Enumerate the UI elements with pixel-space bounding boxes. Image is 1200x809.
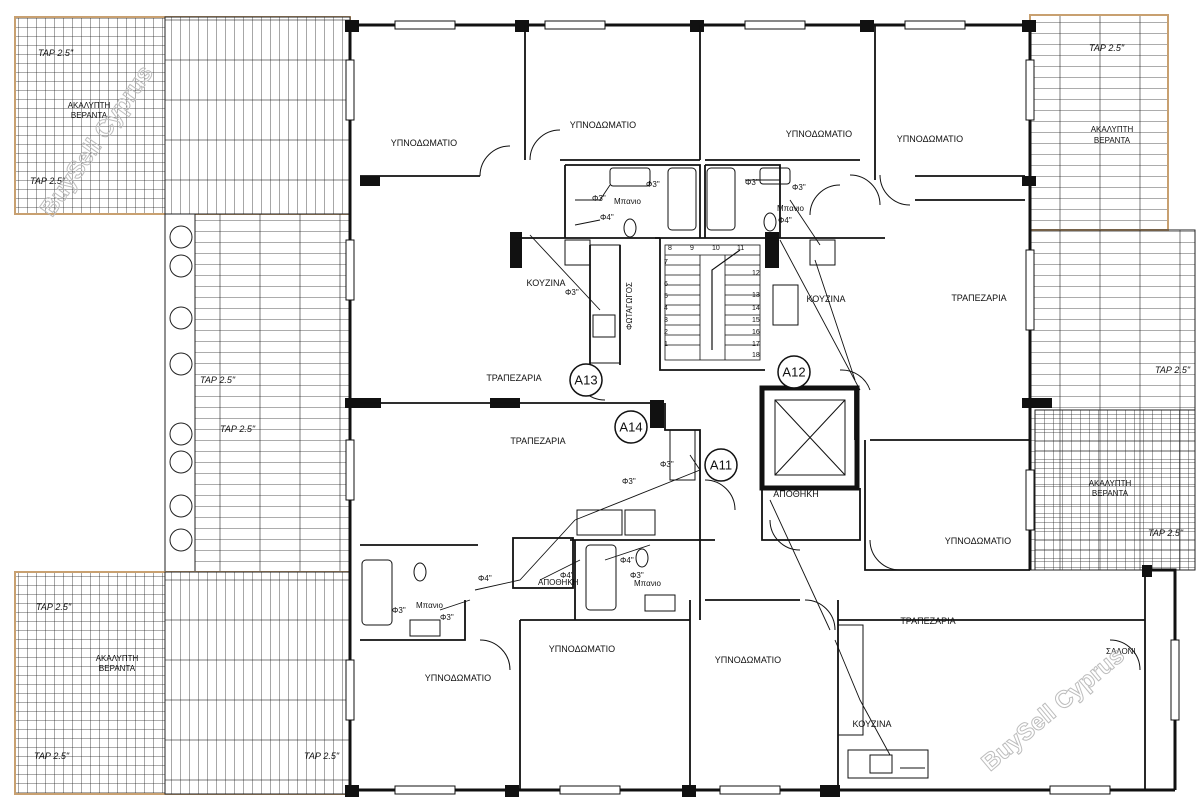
interior-walls [360,25,1146,790]
svg-text:ΒΕΡΑΝΤΑ: ΒΕΡΑΝΤΑ [1092,489,1129,498]
svg-text:ΒΕΡΑΝΤΑ: ΒΕΡΑΝΤΑ [1094,136,1131,145]
tap-labels: ΤΑΡ 2.5" ΤΑΡ 2.5" ΤΑΡ 2.5" ΤΑΡ 2.5" ΤΑΡ … [30,43,1191,761]
svg-text:Φ3": Φ3" [630,571,644,580]
svg-text:Φ3": Φ3" [440,613,454,622]
svg-text:Φ3": Φ3" [392,606,406,615]
svg-text:Φ3": Φ3" [646,180,660,189]
dining-label: ΤΡΑΠΕΖΑΡΙΑ [510,436,565,446]
planter-column [169,225,193,552]
svg-text:Φ4": Φ4" [620,556,634,565]
plumbing-lines [439,179,925,769]
svg-text:ΑΚΑΛΥΠΤΗ: ΑΚΑΛΥΠΤΗ [1091,125,1134,134]
svg-text:ΑΚΑΛΥΠΤΗ: ΑΚΑΛΥΠΤΗ [1089,479,1132,488]
room-labels: ΥΠΝΟΔΩΜΑΤΙΟ ΥΠΝΟΔΩΜΑΤΙΟ ΥΠΝΟΔΩΜΑΤΙΟ ΥΠΝΟ… [391,120,1136,729]
storage-label: ΑΠΟΘΗΚΗ [773,489,819,499]
bedroom-label: ΥΠΝΟΔΩΜΑΤΙΟ [715,655,781,665]
lightwell-label: ΦΩΤΑΓΩΓΟΣ [625,282,634,330]
svg-text:ΤΑΡ 2.5": ΤΑΡ 2.5" [1155,365,1191,375]
svg-text:ΤΑΡ 2.5": ΤΑΡ 2.5" [200,375,236,385]
salon-label: ΣΑΛΟΝΙ [1106,647,1136,656]
svg-text:Φ3": Φ3" [792,183,806,192]
staircase [664,244,761,361]
svg-text:ΤΑΡ 2.5": ΤΑΡ 2.5" [30,176,66,186]
svg-text:15: 15 [752,317,760,324]
unit-tag-a12: A12 [777,355,811,389]
svg-text:A12: A12 [782,365,805,380]
svg-text:7: 7 [664,259,668,266]
svg-text:ΤΑΡ 2.5": ΤΑΡ 2.5" [36,602,72,612]
svg-text:ΤΑΡ 2.5": ΤΑΡ 2.5" [304,751,340,761]
svg-text:Φ3": Φ3" [592,194,606,203]
dining-label: ΤΡΑΠΕΖΑΡΙΑ [951,293,1006,303]
bath-label: Μπανιο [614,197,641,206]
svg-text:13: 13 [752,292,760,299]
svg-text:12: 12 [752,270,760,277]
bedroom-label: ΥΠΝΟΔΩΜΑΤΙΟ [570,120,636,130]
unit-tag-a14: A14 [614,410,648,444]
bath-label: Μπανιο [634,579,661,588]
svg-text:ΑΚΑΛΥΠΤΗ: ΑΚΑΛΥΠΤΗ [96,654,139,663]
svg-text:ΑΚΑΛΥΠΤΗ: ΑΚΑΛΥΠΤΗ [68,101,111,110]
svg-text:ΒΕΡΑΝΤΑ: ΒΕΡΑΝΤΑ [71,111,108,120]
svg-text:Φ3": Φ3" [745,178,759,187]
windows [345,20,1180,795]
svg-text:14: 14 [752,305,760,312]
bedroom-label: ΥΠΝΟΔΩΜΑΤΙΟ [391,138,457,148]
svg-text:2: 2 [664,329,668,336]
svg-text:1: 1 [664,341,668,348]
svg-text:Φ4": Φ4" [560,571,574,580]
kitchen-label: ΚΟΥΖΙΝΑ [527,278,566,288]
unit-tag-a13: A13 [569,363,603,397]
svg-text:10: 10 [712,245,720,252]
veranda-top-right [1029,14,1196,571]
bedroom-label: ΥΠΝΟΔΩΜΑΤΙΟ [549,644,615,654]
dining-label: ΤΡΑΠΕΖΑΡΙΑ [486,373,541,383]
bedroom-label: ΥΠΝΟΔΩΜΑΤΙΟ [786,129,852,139]
kitchen-label: ΚΟΥΖΙΝΑ [807,294,846,304]
veranda-top-left [14,16,351,215]
svg-text:Φ4": Φ4" [778,216,792,225]
svg-text:Φ3": Φ3" [660,460,674,469]
stair-numbers: 8 9 10 11 12 13 14 15 16 17 18 7 6 5 4 3… [664,245,760,359]
dining-label: ΤΡΑΠΕΖΑΡΙΑ [900,616,955,626]
svg-text:11: 11 [737,245,744,252]
svg-text:4: 4 [664,305,668,312]
svg-text:ΤΑΡ 2.5": ΤΑΡ 2.5" [1148,528,1184,538]
svg-text:Φ3": Φ3" [565,288,579,297]
bath-label: Μπανιο [416,601,443,610]
bedroom-label: ΥΠΝΟΔΩΜΑΤΙΟ [425,673,491,683]
svg-text:Φ4": Φ4" [478,574,492,583]
bedroom-label: ΥΠΝΟΔΩΜΑΤΙΟ [945,536,1011,546]
svg-text:ΤΑΡ 2.5": ΤΑΡ 2.5" [1089,43,1125,53]
svg-text:3: 3 [664,317,668,324]
pipe-labels: Φ3" Φ3" Φ4" Φ3" Φ3" Φ3" Φ4" Φ3" Φ3" Φ4" … [392,178,806,622]
svg-text:17: 17 [752,341,760,348]
svg-text:8: 8 [668,245,672,252]
svg-text:16: 16 [752,329,760,336]
storage-label: ΑΠΟΘΗΚΗ [538,578,579,587]
veranda-bottom-left [14,571,351,795]
svg-text:6: 6 [664,281,668,288]
svg-text:ΤΑΡ 2.5": ΤΑΡ 2.5" [220,424,256,434]
unit-tag-a11: A11 [704,448,738,482]
veranda-left-strip [164,213,351,575]
svg-text:Φ4": Φ4" [600,213,614,222]
svg-text:ΒΕΡΑΝΤΑ: ΒΕΡΑΝΤΑ [99,664,136,673]
svg-text:5: 5 [664,293,668,300]
svg-text:ΤΑΡ 2.5": ΤΑΡ 2.5" [38,48,74,58]
svg-text:A11: A11 [710,458,732,473]
kitchen-label: ΚΟΥΖΙΝΑ [853,719,892,729]
svg-text:9: 9 [690,245,694,252]
svg-text:A14: A14 [619,420,642,435]
fixtures [361,167,929,779]
bedroom-label: ΥΠΝΟΔΩΜΑΤΙΟ [897,134,963,144]
svg-text:ΤΑΡ 2.5": ΤΑΡ 2.5" [34,751,70,761]
svg-text:A13: A13 [574,373,597,388]
svg-text:BuySell Cyprus: BuySell Cyprus [977,642,1130,777]
svg-text:18: 18 [752,352,760,359]
bath-label: Μπανιο [777,204,804,213]
veranda-labels: ΑΚΑΛΥΠΤΗ ΒΕΡΑΝΤΑ ΑΚΑΛΥΠΤΗ ΒΕΡΑΝΤΑ ΑΚΑΛΥΠ… [68,101,1134,673]
svg-text:Φ3": Φ3" [622,477,636,486]
